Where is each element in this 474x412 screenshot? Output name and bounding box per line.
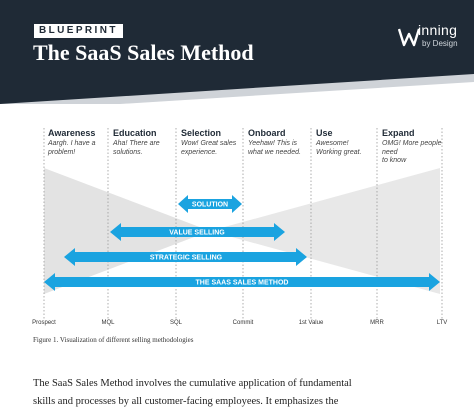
stage-desc-use: Awesome!Working great.	[316, 140, 362, 156]
logo-tagline: by Design	[422, 39, 458, 48]
stage-divider-lines	[43, 128, 443, 320]
body-paragraph-line-2: skills and processes by all customer-fac…	[33, 396, 339, 407]
stage-title-onboard: Onboard	[248, 128, 286, 138]
funnel-right-shape	[210, 168, 440, 294]
milestone-mql: MQL	[101, 320, 115, 326]
figure-caption: Figure 1. Visualization of different sel…	[33, 336, 194, 344]
header-accent-shape	[0, 74, 474, 104]
logo-wordmark: inning	[418, 22, 458, 38]
stage-title-expand: Expand	[382, 128, 415, 138]
w-logo-icon	[398, 28, 420, 47]
stage-title-awareness: Awareness	[48, 128, 96, 138]
stage-title-education: Education	[113, 128, 157, 138]
arrow-solution	[178, 195, 242, 213]
arrow-label-strategic-selling: STRATEGIC SELLING	[150, 255, 223, 262]
arrow-strategic-selling	[64, 248, 307, 266]
arrow-label-saas-sales-method: THE SAAS SALES METHOD	[196, 280, 289, 287]
milestone-mrr: MRR	[370, 320, 384, 326]
stage-title-selection: Selection	[181, 128, 222, 138]
arrow-label-solution: SOLUTION	[192, 202, 228, 209]
arrow-value-selling	[110, 223, 285, 241]
sales-method-diagram: SOLUTION VALUE SELLING STRATEGIC SELLING…	[0, 104, 474, 344]
arrow-saas-sales-method	[44, 273, 440, 291]
winning-by-design-logo[interactable]: inning by Design	[398, 22, 464, 52]
milestone-first-value: 1st Value	[298, 320, 324, 326]
diagram-canvas: SOLUTION VALUE SELLING STRATEGIC SELLING…	[43, 128, 443, 320]
arrow-label-value-selling: VALUE SELLING	[169, 230, 225, 237]
milestone-sql: SQL	[169, 320, 183, 326]
milestone-ltv: LTV	[436, 320, 448, 326]
methodology-arrows	[44, 195, 440, 291]
stage-title-use: Use	[316, 128, 333, 138]
milestone-prospect: Prospect	[32, 320, 56, 326]
milestone-commit: Commit	[232, 320, 254, 326]
blueprint-badge: BLUEPRINT	[34, 24, 123, 38]
body-paragraph-line-1: The SaaS Sales Method involves the cumul…	[33, 378, 352, 389]
page-title: The SaaS Sales Method	[33, 40, 254, 65]
header-banner: BLUEPRINT The SaaS Sales Method inning b…	[0, 0, 474, 104]
